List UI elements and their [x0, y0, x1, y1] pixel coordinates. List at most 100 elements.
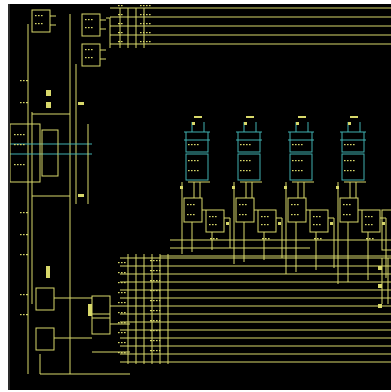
pin-mark [197, 160, 199, 162]
pin-mark [41, 15, 43, 17]
pin-mark [187, 214, 189, 216]
pin-mark [188, 170, 190, 172]
label-mark [378, 266, 382, 270]
pin-mark [17, 164, 19, 166]
logic-gate [183, 197, 203, 223]
pin-mark [240, 160, 242, 162]
pin-mark [20, 144, 22, 146]
pin-mark [313, 224, 315, 226]
pin-mark [156, 350, 158, 352]
pin-mark [153, 320, 155, 322]
pin-mark [156, 300, 158, 302]
pin-mark [215, 224, 217, 226]
pin-mark [347, 144, 349, 146]
pin-mark [153, 340, 155, 342]
pin-mark [153, 300, 155, 302]
pin-mark [118, 5, 120, 7]
pin-mark [267, 224, 269, 226]
logic-gate [91, 295, 111, 319]
pin-mark [23, 80, 25, 82]
schematic-canvas[interactable] [8, 4, 391, 390]
pin-mark [301, 144, 303, 146]
pin-mark [26, 294, 28, 296]
label-mark [46, 90, 51, 96]
pin-mark [301, 170, 303, 172]
pin-mark [156, 260, 158, 262]
pin-mark [268, 238, 270, 240]
pin-mark [190, 214, 192, 216]
pin-mark [26, 254, 28, 256]
pin-mark [156, 270, 158, 272]
pin-mark [20, 314, 22, 316]
pin-mark [159, 300, 161, 302]
pin-mark [118, 32, 120, 34]
pin-mark [366, 238, 368, 240]
pin-mark [26, 102, 28, 104]
pin-mark [20, 234, 22, 236]
logic-gate [287, 197, 307, 223]
logic-gate [205, 209, 225, 233]
pin-mark [153, 350, 155, 352]
pin-mark [368, 224, 370, 226]
pin-mark [146, 41, 148, 43]
pin-mark [372, 238, 374, 240]
pin-mark [191, 170, 193, 172]
pin-mark [121, 322, 123, 324]
mesh-cell [341, 153, 365, 181]
pin-mark [239, 214, 241, 216]
pin-mark [23, 164, 25, 166]
pin-mark [212, 224, 214, 226]
pin-mark [292, 160, 294, 162]
pin-mark [88, 57, 90, 59]
pin-mark [371, 224, 373, 226]
pin-mark [194, 160, 196, 162]
pin-mark [346, 204, 348, 206]
label-mark [336, 186, 339, 189]
pin-mark [14, 144, 16, 146]
pin-mark [343, 214, 345, 216]
label-mark [46, 266, 50, 278]
pin-mark [156, 280, 158, 282]
pin-mark [319, 216, 321, 218]
pin-mark [149, 23, 151, 25]
pin-mark [294, 204, 296, 206]
pin-mark [353, 144, 355, 146]
pin-mark [344, 170, 346, 172]
pin-mark [216, 238, 218, 240]
pin-mark [188, 160, 190, 162]
pin-mark [344, 144, 346, 146]
mesh-cell [289, 131, 313, 153]
pin-mark [159, 330, 161, 332]
pin-mark [121, 342, 123, 344]
pin-mark [14, 164, 16, 166]
pin-mark [212, 216, 214, 218]
pin-mark [159, 260, 161, 262]
column-label [194, 116, 202, 118]
pin-mark [17, 144, 19, 146]
logic-gate [81, 43, 101, 67]
pin-mark [150, 310, 152, 312]
pin-mark [209, 224, 211, 226]
pin-mark [350, 144, 352, 146]
label-mark [88, 304, 92, 316]
pin-mark [153, 290, 155, 292]
pin-mark [353, 160, 355, 162]
pin-mark [20, 164, 22, 166]
pin-mark [124, 352, 126, 354]
wire [106, 17, 111, 48]
pin-mark [121, 332, 123, 334]
pin-mark [159, 340, 161, 342]
pin-mark [85, 49, 87, 51]
pin-mark [194, 170, 196, 172]
pin-mark [210, 238, 212, 240]
pin-mark [246, 160, 248, 162]
logic-gate [35, 287, 55, 311]
pin-mark [124, 312, 126, 314]
pin-mark [265, 238, 267, 240]
label-mark [284, 186, 287, 189]
pin-mark [261, 224, 263, 226]
pin-mark [118, 302, 120, 304]
pin-mark [124, 282, 126, 284]
pin-mark [150, 340, 152, 342]
